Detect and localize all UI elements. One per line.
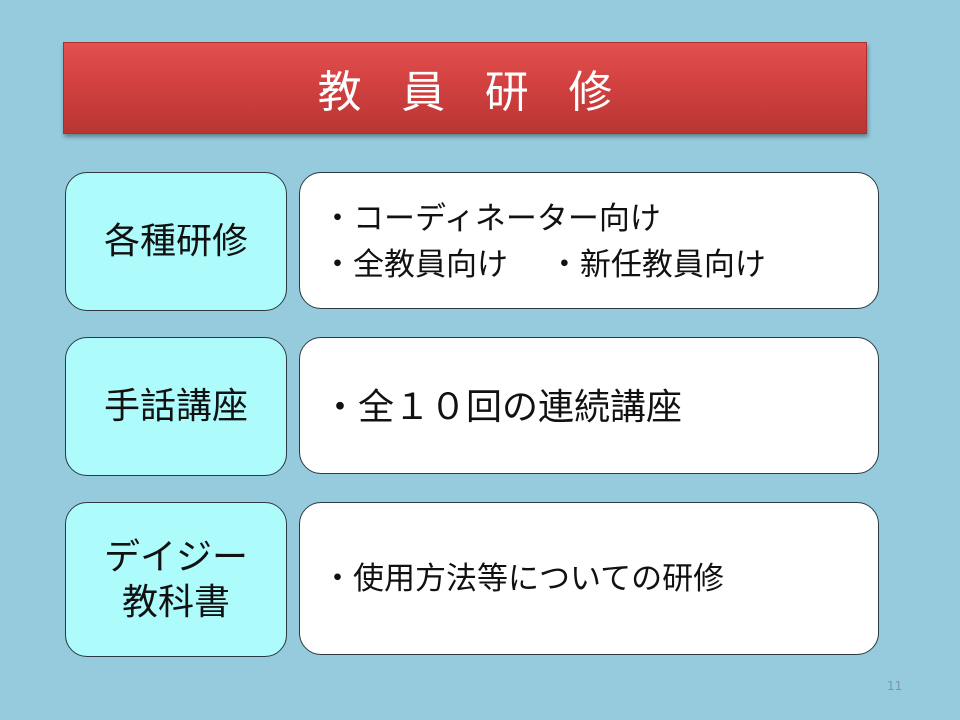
slide-title: 教員研修 bbox=[317, 67, 652, 118]
label-box-sign-language: 手話講座 bbox=[65, 337, 287, 476]
label-box-training-types: 各種研修 bbox=[65, 172, 287, 311]
content-box-sign-language: ・全１０回の連続講座 bbox=[299, 337, 879, 474]
content-item: ・全教員向け ・新任教員向け bbox=[322, 247, 766, 283]
label-text-line: デイジー bbox=[103, 536, 248, 578]
content-box-training-types: ・コーディネーター向け ・全教員向け ・新任教員向け bbox=[299, 172, 879, 309]
label-text-line: 教科書 bbox=[121, 581, 230, 623]
content-item: ・全１０回の連続講座 bbox=[322, 387, 683, 428]
label-text: 手話講座 bbox=[103, 386, 248, 427]
page-number: 11 bbox=[887, 679, 903, 693]
label-box-daisy-textbook: デイジー 教科書 bbox=[65, 502, 287, 657]
content-box-daisy-textbook: ・使用方法等についての研修 bbox=[299, 502, 879, 655]
slide-title-banner: 教員研修 bbox=[63, 42, 867, 134]
label-text: 各種研修 bbox=[103, 221, 248, 262]
content-item: ・コーディネーター向け bbox=[322, 201, 661, 237]
content-item: ・使用方法等についての研修 bbox=[322, 561, 725, 597]
